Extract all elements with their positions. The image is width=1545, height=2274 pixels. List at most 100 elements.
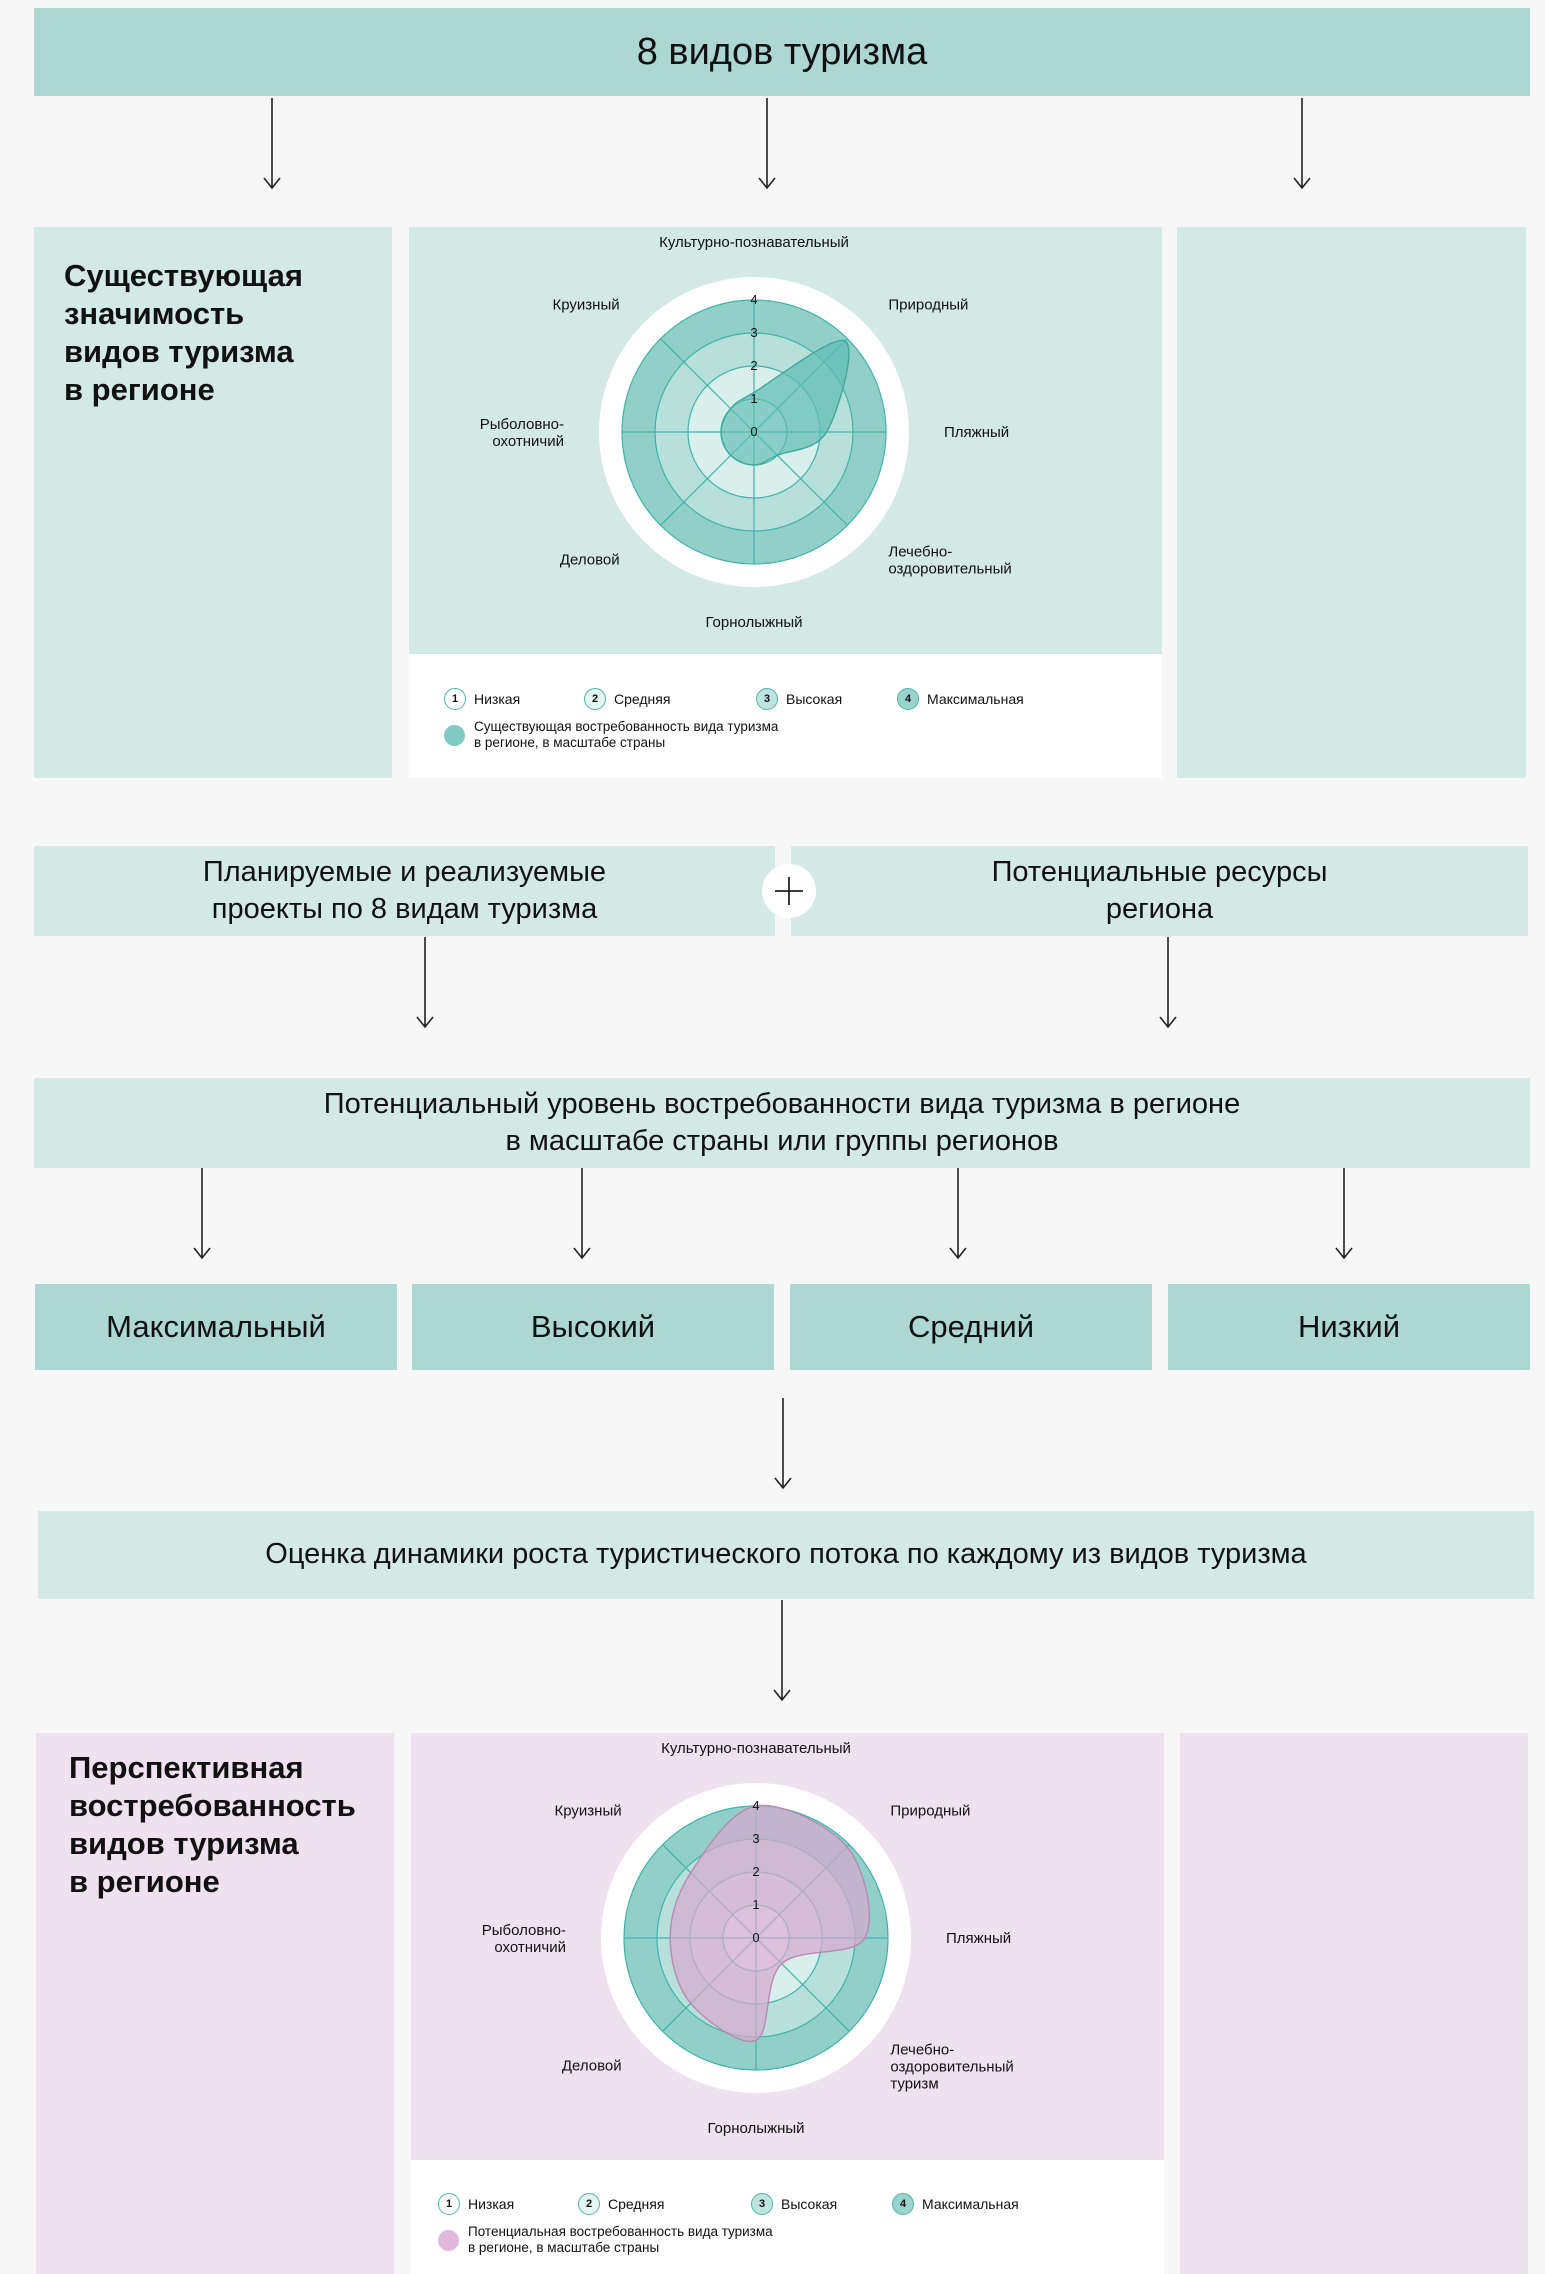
top-banner-title: 8 видов туризма <box>636 30 928 73</box>
radar-axis-label-5: Горнолыжный <box>705 614 802 631</box>
legend-level-2-badge: 2 <box>584 688 606 710</box>
projects-text: Планируемые и реализуемые проекты по 8 в… <box>202 855 607 925</box>
potential-level-text: Потенциальный уровень востребованности в… <box>323 1087 1241 1157</box>
prospective-heading: Перспективная востребованность видов тур… <box>69 1750 356 1900</box>
radar-series-area <box>720 339 850 466</box>
radar-axis-label-8: Круизный <box>555 1803 622 1820</box>
legend-level-3-label: Высокая <box>786 691 843 707</box>
existing-legend-medium: 2 Средняя <box>584 688 670 710</box>
level-low: Низкий <box>1168 1284 1530 1370</box>
prospective-radar-chart: 0 1 2 3 4 Культурно-познавательныйПриродныйПл… <box>482 1740 1014 2137</box>
arrow-level-3 <box>949 1168 967 1260</box>
existing-right-panel <box>1177 227 1526 778</box>
arrow-top-center <box>758 98 776 190</box>
radar-scale-label-1: 1 <box>750 391 757 406</box>
legend-level-2-badge: 2 <box>578 2193 600 2215</box>
radar-axis-label-5: Горнолыжный <box>707 2120 804 2137</box>
legend-level-4-badge: 4 <box>892 2193 914 2215</box>
legend-level-3-badge: 3 <box>751 2193 773 2215</box>
arrow-level-2 <box>573 1168 591 1260</box>
legend-level-4-label: Максимальная <box>922 2196 1019 2212</box>
radar-scale-label-2: 2 <box>750 358 757 373</box>
radar-axis-label-6: Деловой <box>562 2057 622 2074</box>
arrow-level-4 <box>1335 1168 1353 1260</box>
existing-legend-note: Существующая востребованность вида туриз… <box>444 719 778 751</box>
prospective-legend-max: 4 Максимальная <box>892 2193 1019 2215</box>
legend-level-2-label: Средняя <box>608 2196 665 2212</box>
radar-axis-label-7: Рыболовно-охотничий <box>480 416 564 450</box>
top-banner: 8 видов туризма <box>34 8 1530 96</box>
prospective-heading-panel: Перспективная востребованность видов тур… <box>36 1733 394 2274</box>
radar-scale-label-1: 1 <box>752 1897 759 1912</box>
legend-level-1-label: Низкая <box>474 691 521 707</box>
prospective-right-panel <box>1180 1733 1528 2274</box>
arrow-top-left <box>263 98 281 190</box>
assessment-text: Оценка динамики роста туристического пот… <box>265 1538 1307 1571</box>
legend-level-1-badge: 1 <box>444 688 466 710</box>
assessment-box: Оценка динамики роста туристического пот… <box>38 1511 1534 1599</box>
radar-axis-label-2: Природный <box>888 297 968 314</box>
prospective-legend-note: Потенциальная востребованность вида тури… <box>438 2224 773 2256</box>
arrow-to-prospective <box>773 1600 791 1702</box>
legend-level-1-label: Низкая <box>468 2196 515 2212</box>
legend-level-1-badge: 1 <box>438 2193 460 2215</box>
legend-level-4-badge: 4 <box>897 688 919 710</box>
legend-level-2-label: Средняя <box>614 691 671 707</box>
radar-scale-label-3: 3 <box>750 325 757 340</box>
plus-icon-glyph <box>775 877 803 905</box>
level-max-label: Максимальный <box>106 1309 326 1345</box>
projects-box: Планируемые и реализуемые проекты по 8 в… <box>34 846 775 936</box>
existing-heading-panel: Существующая значимость видов туризма в … <box>34 227 392 778</box>
prospective-legend-high: 3 Высокая <box>751 2193 837 2215</box>
radar-axis-label-2: Природный <box>890 1803 970 1820</box>
level-high: Высокий <box>412 1284 774 1370</box>
prospective-legend-medium: 2 Средняя <box>578 2193 664 2215</box>
arrow-projects <box>416 937 434 1029</box>
level-high-label: Высокий <box>530 1309 656 1345</box>
radar-axis-label-8: Круизный <box>553 297 620 314</box>
resources-text: Потенциальные ресурсы региона <box>991 855 1328 925</box>
level-medium-label: Средний <box>907 1309 1035 1345</box>
radar-scale-label-0: 0 <box>752 1930 759 1945</box>
level-medium: Средний <box>790 1284 1152 1370</box>
radar-scale-label-4: 4 <box>752 1798 759 1813</box>
radar-axis-label-7: Рыболовно-охотничий <box>482 1922 566 1956</box>
existing-legend-low: 1 Низкая <box>444 688 520 710</box>
arrow-resources <box>1159 937 1177 1029</box>
radar-scale-label-2: 2 <box>752 1864 759 1879</box>
prospective-note-text: Потенциальная востребованность вида тури… <box>468 2224 773 2256</box>
arrow-level-1 <box>193 1168 211 1260</box>
existing-legend-max: 4 Максимальная <box>897 688 1024 710</box>
prospective-note-swatch <box>438 2230 459 2251</box>
radar-axis-label-4: Лечебно-оздоровительный <box>888 543 1011 577</box>
legend-level-4-label: Максимальная <box>927 691 1024 707</box>
potential-level-box: Потенциальный уровень востребованности в… <box>34 1078 1530 1168</box>
existing-note-swatch <box>444 725 465 746</box>
existing-heading: Существующая значимость видов туризма в … <box>64 258 303 408</box>
arrow-to-assessment <box>774 1398 792 1490</box>
existing-radar-chart: 01234Культурно-познавательныйПриродныйПл… <box>480 234 1012 631</box>
plus-icon <box>762 864 816 918</box>
radar-scale-label-3: 3 <box>752 1831 759 1846</box>
resources-box: Потенциальные ресурсы региона <box>791 846 1528 936</box>
radar-series-area <box>669 1804 871 2043</box>
legend-level-3-badge: 3 <box>756 688 778 710</box>
radar-axis-label-6: Деловой <box>560 551 620 568</box>
legend-level-3-label: Высокая <box>781 2196 838 2212</box>
radar-scale-label-0: 0 <box>750 424 757 439</box>
radar-scale-label-4: 4 <box>750 292 757 307</box>
radar-axis-label-1: Культурно-познавательный <box>659 234 849 251</box>
prospective-legend-low: 1 Низкая <box>438 2193 514 2215</box>
radar-axis-label-1: Культурно-познавательный <box>661 1740 851 1757</box>
level-low-label: Низкий <box>1297 1309 1401 1345</box>
radar-axis-label-3: Пляжный <box>946 1930 1011 1947</box>
level-max: Максимальный <box>35 1284 397 1370</box>
arrow-top-right <box>1293 98 1311 190</box>
existing-note-text: Существующая востребованность вида туриз… <box>474 719 779 751</box>
